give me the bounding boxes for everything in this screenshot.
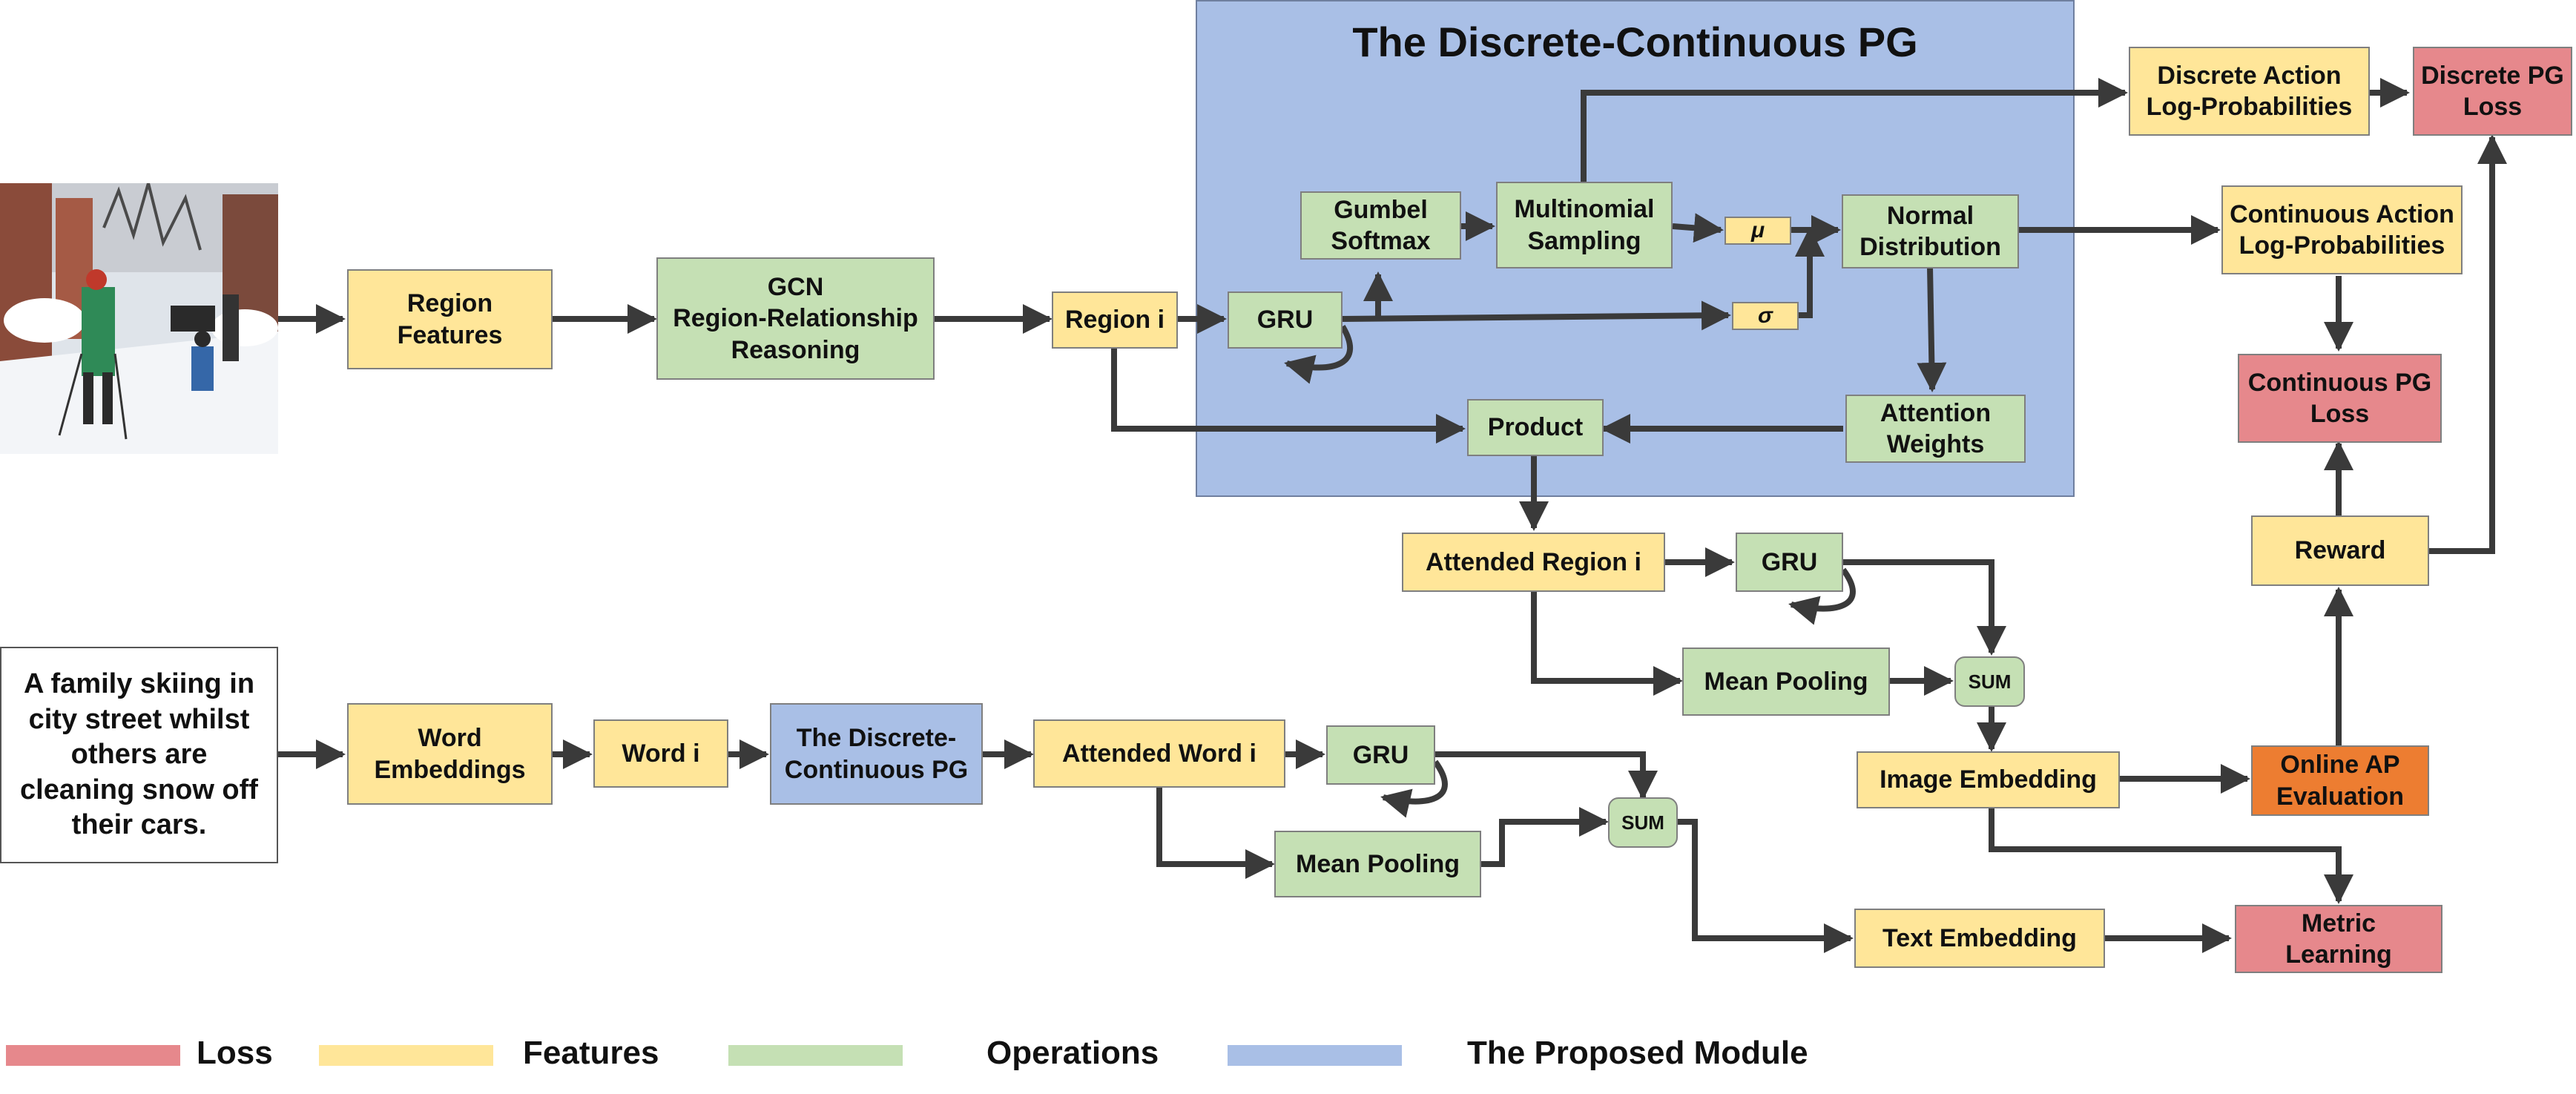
attention-weights-node: Attention Weights xyxy=(1845,395,2026,463)
edge-reward-to-discrete-loss xyxy=(2429,134,2507,554)
legend-label-operations: Operations xyxy=(986,1035,1159,1071)
mu-node: μ xyxy=(1725,217,1791,245)
legend-label-features: Features xyxy=(523,1035,659,1071)
edge-attended-region-to-mean-pool xyxy=(1531,590,1683,696)
gru-pg-node: GRU xyxy=(1228,291,1343,349)
sum-text-node: SUM xyxy=(1608,797,1678,848)
edge-multinomial-to-discrete-logprob xyxy=(1581,78,2128,182)
edge-gru-txt-to-sum xyxy=(1435,751,1658,800)
edge-region-i-to-product xyxy=(1111,349,1466,444)
skiing-street-photo xyxy=(0,183,278,454)
attended-region-node: Attended Region i xyxy=(1402,533,1665,592)
sigma-node: σ xyxy=(1732,302,1799,330)
edge-sum-txt-to-text-embedding xyxy=(1678,819,1854,953)
word-i-node: Word i xyxy=(593,719,728,788)
region-i-node: Region i xyxy=(1052,291,1178,349)
edge-normal-to-attention xyxy=(1917,266,1947,392)
online-ap-evaluation-node: Online AP Evaluation xyxy=(2251,745,2429,816)
caption-text-box: A family skiing in city street whilst ot… xyxy=(0,647,278,863)
legend-swatch-features xyxy=(319,1045,493,1066)
mean-pooling-text-node: Mean Pooling xyxy=(1274,831,1481,897)
edge-sigma-to-normal xyxy=(1795,227,1825,318)
region-features-node: Region Features xyxy=(347,269,553,369)
edge-gru-to-sigma xyxy=(1342,300,1731,331)
edge-multinomial-to-mu xyxy=(1672,213,1724,243)
legend-label-loss: Loss xyxy=(197,1035,273,1071)
edge-gru-img-to-sum xyxy=(1843,559,2006,656)
discrete-logprob-node: Discrete Action Log-Probabilities xyxy=(2129,47,2370,136)
legend-label-module: The Proposed Module xyxy=(1467,1035,1808,1071)
legend-swatch-loss xyxy=(6,1045,180,1066)
gru-image-node: GRU xyxy=(1736,533,1843,592)
text-embedding-node: Text Embedding xyxy=(1854,909,2105,968)
metric-learning-node: Metric Learning xyxy=(2235,905,2442,973)
gumbel-softmax-node: Gumbel Softmax xyxy=(1300,191,1461,260)
edge-image-embedding-to-metric xyxy=(1989,808,2353,904)
edge-gru-pg-self-loop xyxy=(1284,324,1354,384)
image-embedding-node: Image Embedding xyxy=(1857,751,2120,808)
sum-image-node: SUM xyxy=(1954,656,2025,707)
continuous-pg-loss-node: Continuous PG Loss xyxy=(2238,354,2442,443)
discrete-pg-loss-node: Discrete PG Loss xyxy=(2413,47,2572,136)
pg-module-compact-node: The Discrete- Continuous PG xyxy=(770,703,983,805)
mean-pooling-image-node: Mean Pooling xyxy=(1682,647,1890,716)
legend-swatch-operations xyxy=(728,1045,903,1066)
gru-text-node: GRU xyxy=(1326,725,1435,785)
word-embeddings-node: Word Embeddings xyxy=(347,703,553,805)
gcn-node: GCN Region-Relationship Reasoning xyxy=(656,257,935,380)
edge-gru-img-self-loop xyxy=(1788,567,1856,625)
pg-module-title: The Discrete-Continuous PG xyxy=(1352,19,1918,65)
continuous-logprob-node: Continuous Action Log-Probabilities xyxy=(2221,185,2463,274)
legend-swatch-module xyxy=(1228,1045,1402,1066)
attended-word-node: Attended Word i xyxy=(1033,719,1285,788)
multinomial-sampling-node: Multinomial Sampling xyxy=(1496,182,1673,268)
edge-mean-pool-txt-to-sum xyxy=(1481,807,1609,867)
edge-attended-word-to-mean-pool xyxy=(1156,786,1275,879)
edge-gru-txt-self-loop xyxy=(1380,759,1448,818)
product-node: Product xyxy=(1467,399,1604,456)
normal-distribution-node: Normal Distribution xyxy=(1842,194,2019,268)
reward-node: Reward xyxy=(2251,515,2429,586)
